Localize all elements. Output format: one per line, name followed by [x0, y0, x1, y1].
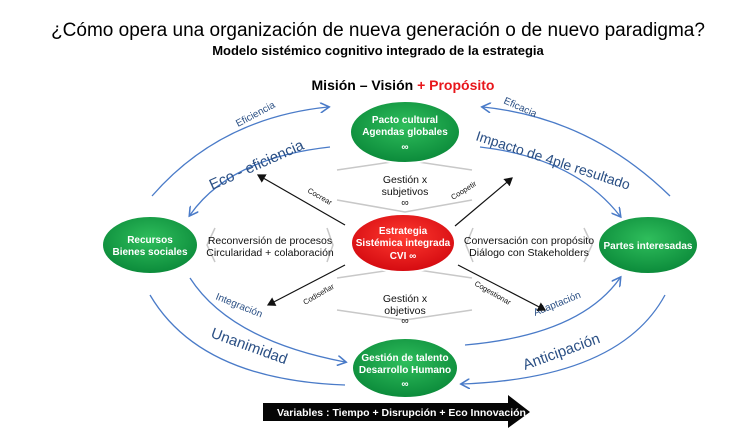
diagonal-arrows [256, 174, 547, 311]
svg-text:Recursos: Recursos [127, 235, 173, 246]
arc-label-eficiencia: Eficiencia [234, 100, 277, 130]
svg-text:Pacto cultural: Pacto cultural [372, 115, 438, 126]
svg-text:Gestión de talento: Gestión de talento [361, 353, 448, 364]
arc-label-eco-eficiencia: Eco - eficiencia [207, 136, 307, 193]
panel-top-line1: Gestión x [383, 174, 428, 186]
panel-left-line1: Reconversión de procesos [208, 235, 332, 247]
node-gestion-talento: Gestión de talento Desarrollo Humano ∞ [351, 337, 459, 399]
arc-label-eficacia: Eficacia [502, 96, 539, 120]
svg-text:CVI ∞: CVI ∞ [390, 251, 417, 262]
svg-text:Partes interesadas: Partes interesadas [604, 241, 693, 252]
arc-label-impacto: Impacto de 4ple resultado [474, 128, 632, 193]
arc-label-adaptacion: Adaptación [532, 290, 583, 319]
panel-top-line2: subjetivos [382, 186, 429, 198]
panel-bottom-symbol: ∞ [401, 315, 409, 327]
svg-text:Variables : Tiempo + Disrupci: Variables : Tiempo + Disrupción + Eco In… [277, 407, 526, 419]
panel-left-line2: Circularidad + colaboración [206, 247, 334, 259]
arc-label-unanimidad: Unanimidad [209, 325, 290, 368]
variables-arrow: Variables : Tiempo + Disrupción + Eco In… [263, 395, 530, 428]
svg-text:∞: ∞ [401, 379, 408, 390]
svg-text:Bienes sociales: Bienes sociales [112, 247, 187, 258]
node-estrategia: Estrategia Sistémica integrada CVI ∞ [350, 213, 456, 273]
panel-right-line2: Diálogo con Stakeholders [469, 247, 589, 259]
cycle-arcs [149, 107, 671, 385]
node-pacto-cultural: Pacto cultural Agendas globales ∞ [349, 100, 461, 164]
svg-text:Estrategia: Estrategia [379, 226, 428, 237]
svg-text:∞: ∞ [401, 142, 408, 153]
svg-text:Desarrollo Humano: Desarrollo Humano [359, 365, 451, 376]
diagonal-label-coopetir: Coopetir [449, 179, 478, 202]
panel-bottom-line1: Gestión x [383, 293, 428, 305]
node-recursos: Recursos Bienes sociales [101, 215, 199, 275]
page-title: ¿Cómo opera una organización de nueva ge… [51, 20, 705, 41]
page-subtitle: Modelo sistémico cognitivo integrado de … [212, 43, 544, 58]
diagonal-label-cocrear: Cocrear [306, 186, 334, 207]
panel-bottom-line2: objetivos [384, 305, 425, 317]
arc-label-anticipacion: Anticipación [521, 330, 603, 374]
panel-top-symbol: ∞ [401, 197, 409, 209]
svg-text:Sistémica integrada: Sistémica integrada [356, 238, 451, 249]
panel-right-line1: Conversación con propósito [464, 235, 594, 247]
svg-text:Agendas globales: Agendas globales [362, 127, 448, 138]
arc-label-integracion: Integración [214, 292, 264, 321]
node-partes-interesadas: Partes interesadas [597, 215, 699, 275]
mission-vision-label: Misión – Visión + Propósito [312, 77, 495, 93]
